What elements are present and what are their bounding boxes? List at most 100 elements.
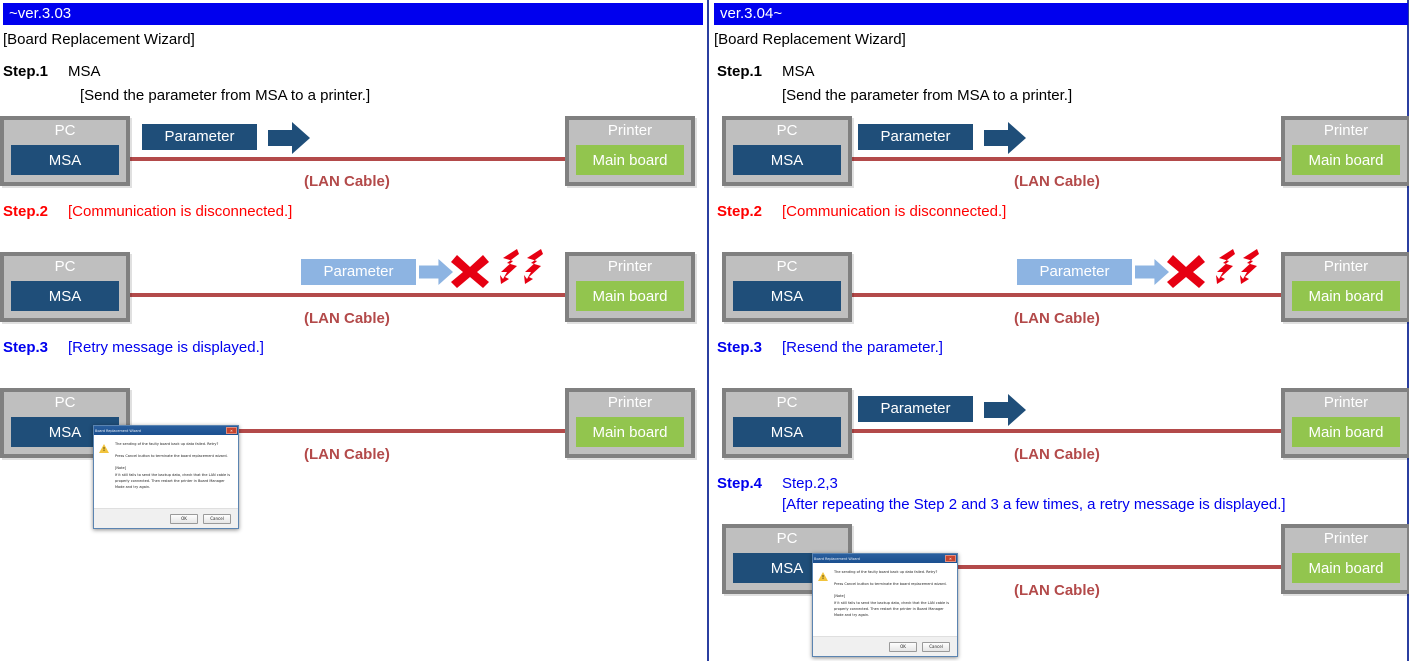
send-arrow-l1 — [268, 122, 310, 154]
dialog-note-body-right: If it still fails to send the backup dat… — [834, 600, 950, 618]
ok-button-left[interactable]: OK — [170, 513, 198, 524]
pc-caption-r4: PC — [776, 530, 798, 547]
msa-screen-r2: MSA — [733, 281, 841, 311]
pc-caption-r1: PC — [776, 122, 798, 139]
pc-device-r3: PC MSA — [722, 388, 852, 458]
printer-caption-r3: Printer — [1323, 394, 1369, 411]
pc-caption-l2: PC — [54, 258, 76, 275]
lan-cable-r2 — [786, 293, 1331, 297]
dialog-titlebar-right: Board Replacement Wizard ✕ — [813, 554, 957, 563]
send-arrow-r3 — [984, 394, 1026, 426]
step2-title-right: [Communication is disconnected.] — [782, 203, 1007, 220]
cancel-button-right[interactable]: Cancel — [922, 641, 950, 652]
printer-caption-r4: Printer — [1323, 530, 1369, 547]
close-icon-right[interactable]: ✕ — [945, 555, 956, 562]
retry-dialog-right[interactable]: Board Replacement Wizard ✕ The sending o… — [812, 553, 958, 657]
dialog-line1-left: The sending of the faulty board back up … — [115, 442, 219, 446]
pc-device-l1: PC MSA — [0, 116, 130, 186]
parameter-tag-l1: Parameter — [142, 124, 257, 150]
pc-device-r2: PC MSA — [722, 252, 852, 322]
lan-cable-label-l2: (LAN Cable) — [304, 310, 390, 327]
pc-device-r4: PC MSA — [722, 524, 852, 594]
disconnect-bolts-icon-l2 — [500, 249, 543, 284]
step1-desc-right: [Send the parameter from MSA to a printe… — [782, 87, 1073, 104]
dialog-footer-left: OK Cancel — [94, 508, 238, 528]
step1-label-left: Step.1 — [3, 63, 49, 80]
parameter-tag-l2: Parameter — [301, 259, 416, 285]
printer-device-l3: Printer Main board — [565, 388, 695, 458]
dialog-line2-left: Press Cancel button to terminate the boa… — [115, 454, 228, 459]
step3-label-left: Step.3 — [3, 339, 49, 356]
mainboard-screen-r2: Main board — [1292, 281, 1400, 311]
parameter-tag-r2: Parameter — [1017, 259, 1132, 285]
pc-device-r1: PC MSA — [722, 116, 852, 186]
dialog-line2-right: Press Cancel button to terminate the boa… — [834, 582, 947, 587]
warning-icon-right — [818, 572, 828, 581]
dialog-footer-right: OK Cancel — [813, 636, 957, 656]
dialog-body-left: The sending of the faulty board back up … — [94, 435, 238, 508]
panel-ver303: ~ver.3.03 [Board Replacement Wizard] Ste… — [0, 0, 707, 661]
lan-cable-l2 — [64, 293, 614, 297]
failure-x-icon-r2 — [1167, 255, 1205, 288]
warning-icon-left — [99, 444, 109, 453]
close-icon-left[interactable]: ✕ — [226, 427, 237, 434]
printer-device-l2: Printer Main board — [565, 252, 695, 322]
dialog-title-right: Board Replacement Wizard — [814, 556, 860, 561]
printer-caption-r1: Printer — [1323, 122, 1369, 139]
mainboard-screen-r1: Main board — [1292, 145, 1400, 175]
send-arrow-r2 — [1135, 259, 1169, 285]
disconnect-bolts-icon-r2 — [1216, 249, 1259, 284]
dialog-note-head-right: [Note] — [834, 594, 846, 599]
step3-title-left: [Retry message is displayed.] — [68, 339, 264, 356]
step3-title-right: [Resend the parameter.] — [782, 339, 943, 356]
step3-label-right: Step.3 — [717, 339, 763, 356]
step1-label-right: Step.1 — [717, 63, 763, 80]
retry-dialog-left[interactable]: Board Replacement Wizard ✕ The sending o… — [93, 425, 239, 529]
msa-screen-l2: MSA — [11, 281, 119, 311]
lan-cable-l3 — [64, 429, 614, 433]
wizard-subtitle-right: [Board Replacement Wizard] — [714, 31, 906, 48]
step4-label-right: Step.4 — [717, 475, 763, 492]
ok-button-right[interactable]: OK — [889, 641, 917, 652]
lan-cable-r1 — [786, 157, 1331, 161]
step2-label-right: Step.2 — [717, 203, 763, 220]
send-arrow-l2 — [419, 259, 453, 285]
mainboard-screen-l3: Main board — [576, 417, 684, 447]
failure-x-icon-l2 — [451, 255, 489, 288]
step1-title-right: MSA — [782, 63, 815, 80]
send-arrow-r1 — [984, 122, 1026, 154]
printer-caption-l3: Printer — [607, 394, 653, 411]
lan-cable-label-l3: (LAN Cable) — [304, 446, 390, 463]
parameter-tag-r1: Parameter — [858, 124, 973, 150]
msa-screen-r1: MSA — [733, 145, 841, 175]
dialog-line1-right: The sending of the faulty board back up … — [834, 570, 938, 574]
pc-caption-l1: PC — [54, 122, 76, 139]
step4-desc-right: [After repeating the Step 2 and 3 a few … — [782, 496, 1286, 513]
msa-screen-r3: MSA — [733, 417, 841, 447]
mainboard-screen-r4: Main board — [1292, 553, 1400, 583]
dialog-title-left: Board Replacement Wizard — [95, 428, 141, 433]
dialog-note-head-left: [Note] — [115, 466, 127, 471]
step1-desc-left: [Send the parameter from MSA to a printe… — [80, 87, 371, 104]
lan-cable-label-r2: (LAN Cable) — [1014, 310, 1100, 327]
panel-ver304: ver.3.04~ [Board Replacement Wizard] Ste… — [707, 0, 1409, 661]
step2-title-left: [Communication is disconnected.] — [68, 203, 293, 220]
cancel-button-left[interactable]: Cancel — [203, 513, 231, 524]
step1-title-left: MSA — [68, 63, 101, 80]
printer-device-r1: Printer Main board — [1281, 116, 1409, 186]
printer-caption-r2: Printer — [1323, 258, 1369, 275]
mainboard-screen-l2: Main board — [576, 281, 684, 311]
version-banner-right: ver.3.04~ — [714, 3, 1408, 25]
mainboard-screen-l1: Main board — [576, 145, 684, 175]
msa-screen-l1: MSA — [11, 145, 119, 175]
printer-device-r2: Printer Main board — [1281, 252, 1409, 322]
dialog-titlebar-left: Board Replacement Wizard ✕ — [94, 426, 238, 435]
pc-caption-r3: PC — [776, 394, 798, 411]
step2-label-left: Step.2 — [3, 203, 49, 220]
lan-cable-label-l1: (LAN Cable) — [304, 173, 390, 190]
printer-device-r3: Printer Main board — [1281, 388, 1409, 458]
printer-caption-l1: Printer — [607, 122, 653, 139]
printer-caption-l2: Printer — [607, 258, 653, 275]
pc-caption-r2: PC — [776, 258, 798, 275]
